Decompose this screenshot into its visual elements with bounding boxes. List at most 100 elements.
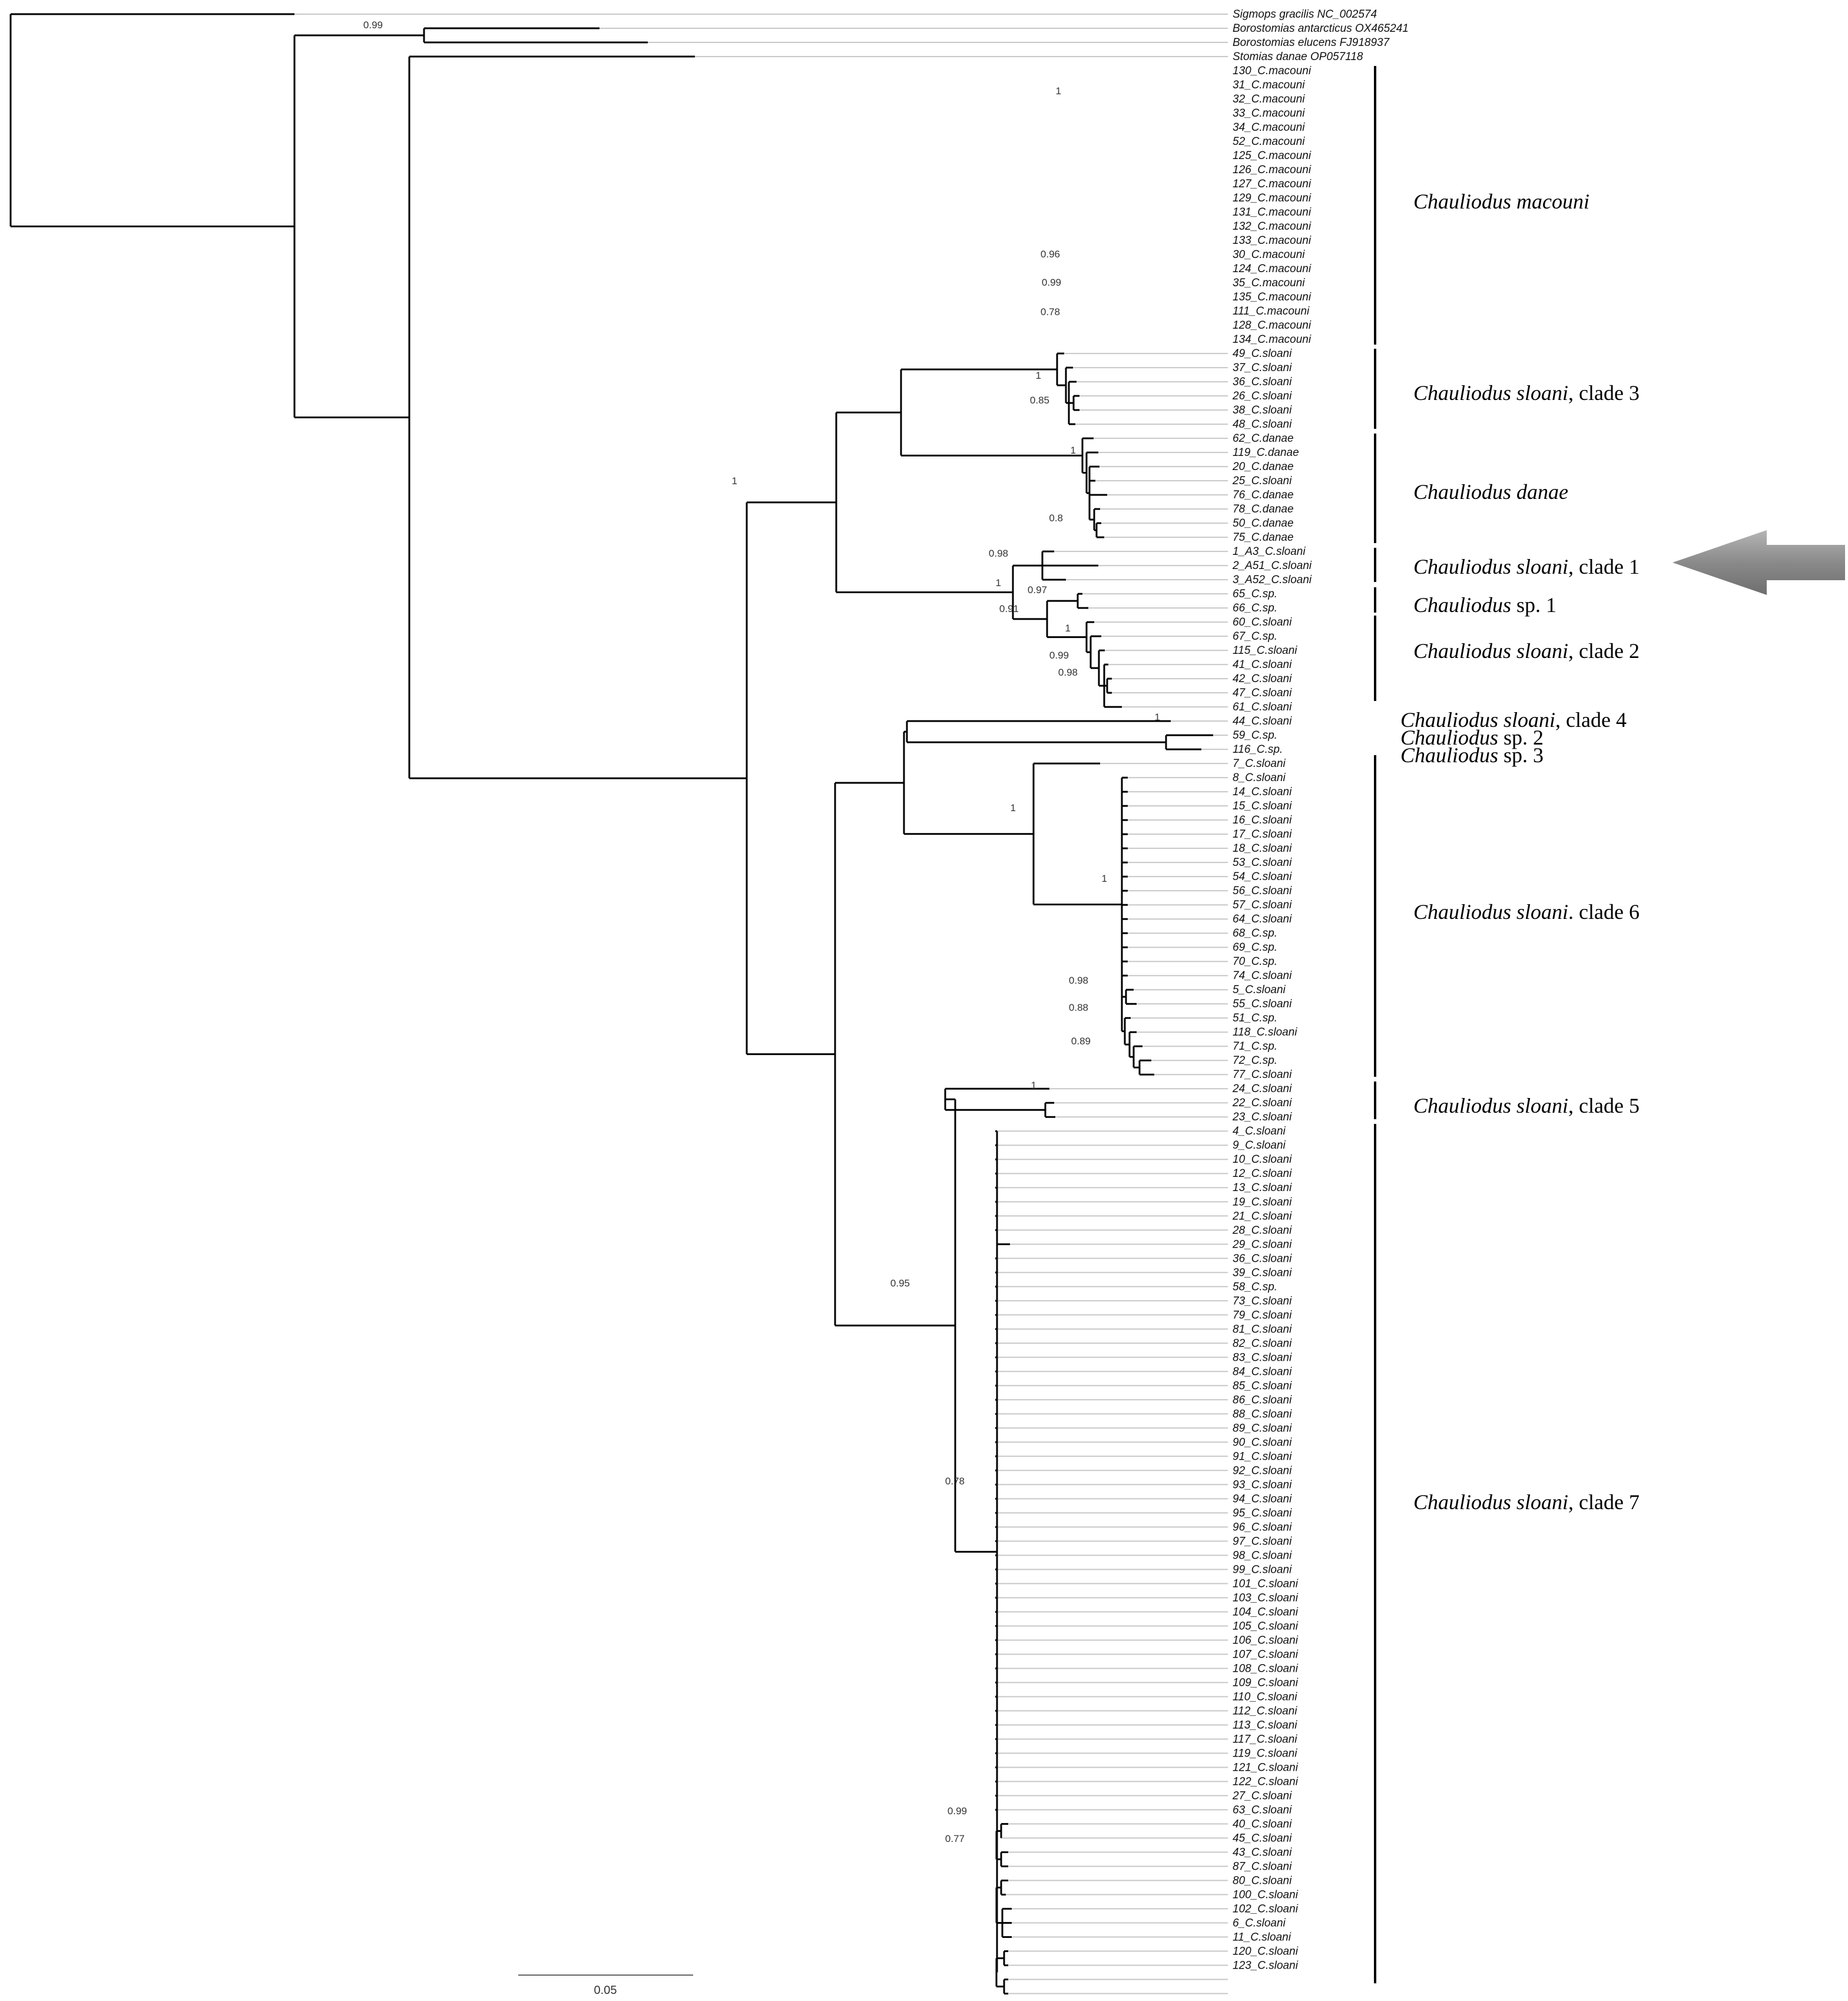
support-value: 0.99 bbox=[363, 19, 383, 31]
support-value: 0.8 bbox=[1049, 512, 1063, 524]
support-value: 0.85 bbox=[1030, 395, 1049, 406]
scale-bar-label: 0.05 bbox=[594, 1984, 617, 1997]
tip-label: 77_C.sloani bbox=[1233, 1069, 1292, 1081]
tip-label: 8_C.sloani bbox=[1233, 772, 1286, 784]
tip-label: 32_C.macouni bbox=[1233, 93, 1305, 105]
support-value: 0.91 bbox=[999, 603, 1019, 614]
support-value: 1 bbox=[1011, 802, 1016, 813]
support-value: 0.98 bbox=[1058, 667, 1078, 678]
tip-label: 111_C.macouni bbox=[1233, 305, 1310, 317]
tip-label: 130_C.macouni bbox=[1233, 65, 1312, 77]
tip-label: Borostomias elucens FJ918937 bbox=[1233, 37, 1390, 49]
tip-label: 75_C.danae bbox=[1233, 531, 1294, 544]
clade-label: Chauliodus sp. 3 bbox=[1400, 743, 1544, 767]
tip-label: 21_C.sloani bbox=[1232, 1210, 1292, 1222]
tip-label: 29_C.sloani bbox=[1232, 1238, 1292, 1251]
tip-label: 71_C.sp. bbox=[1233, 1040, 1277, 1053]
tip-label: 36_C.sloani bbox=[1233, 1252, 1292, 1265]
clade-label: Chauliodus macouni bbox=[1413, 190, 1589, 213]
tip-label: 66_C.sp. bbox=[1233, 602, 1277, 614]
tip-label: 56_C.sloani bbox=[1233, 885, 1292, 897]
tip-label: 83_C.sloani bbox=[1233, 1351, 1292, 1364]
tip-label: 68_C.sp. bbox=[1233, 927, 1277, 940]
tip-label: 74_C.sloani bbox=[1233, 970, 1292, 982]
tip-label: 115_C.sloani bbox=[1233, 644, 1297, 657]
tip-label: 112_C.sloani bbox=[1233, 1705, 1297, 1717]
tip-label: 67_C.sp. bbox=[1233, 630, 1277, 643]
support-value: 0.95 bbox=[890, 1278, 910, 1289]
tip-label: 134_C.macouni bbox=[1233, 333, 1312, 346]
support-value: 0.96 bbox=[1041, 249, 1060, 260]
tip-label: 51_C.sp. bbox=[1233, 1012, 1277, 1024]
tip-label: 33_C.macouni bbox=[1233, 107, 1305, 120]
tip-label: 37_C.sloani bbox=[1233, 362, 1292, 374]
tip-label: 12_C.sloani bbox=[1233, 1167, 1292, 1180]
support-value: 0.77 bbox=[945, 1833, 965, 1844]
tip-label: 101_C.sloani bbox=[1233, 1577, 1299, 1590]
clade-label: Chauliodus sp. 2 bbox=[1400, 726, 1544, 749]
tip-label: 126_C.macouni bbox=[1233, 164, 1312, 176]
tip-label: 119_C.danae bbox=[1233, 446, 1299, 459]
tip-label: 55_C.sloani bbox=[1233, 998, 1292, 1010]
tip-label: 73_C.sloani bbox=[1233, 1295, 1292, 1307]
tip-label: 78_C.danae bbox=[1233, 503, 1294, 515]
tip-label: 4_C.sloani bbox=[1233, 1125, 1286, 1137]
tip-label: 81_C.sloani bbox=[1233, 1323, 1292, 1335]
tip-label: 84_C.sloani bbox=[1233, 1365, 1292, 1378]
tip-label: 70_C.sp. bbox=[1233, 955, 1277, 968]
tip-label: 103_C.sloani bbox=[1233, 1592, 1299, 1604]
tip-label: 92_C.sloani bbox=[1233, 1464, 1292, 1477]
tip-guide-lines bbox=[294, 14, 1228, 1995]
tip-label: 132_C.macouni bbox=[1233, 220, 1312, 233]
tip-label: 89_C.sloani bbox=[1233, 1422, 1292, 1434]
tip-label: 45_C.sloani bbox=[1233, 1832, 1292, 1844]
tip-label: 42_C.sloani bbox=[1233, 673, 1292, 685]
tip-label: 85_C.sloani bbox=[1233, 1380, 1292, 1392]
tip-label: 17_C.sloani bbox=[1233, 828, 1292, 841]
tip-label: 128_C.macouni bbox=[1233, 319, 1312, 332]
tip-label: 10_C.sloani bbox=[1233, 1153, 1292, 1166]
tip-label: 63_C.sloani bbox=[1233, 1804, 1292, 1816]
tip-label: 28_C.sloani bbox=[1232, 1224, 1292, 1236]
tip-label: 93_C.sloani bbox=[1233, 1479, 1292, 1491]
tip-label: 54_C.sloani bbox=[1233, 871, 1292, 883]
tip-label: 50_C.danae bbox=[1233, 517, 1294, 530]
tip-label: 76_C.danae bbox=[1233, 489, 1294, 501]
tip-label: 106_C.sloani bbox=[1233, 1634, 1299, 1646]
support-value: 1 bbox=[1071, 445, 1076, 456]
tip-label: 3_A52_C.sloani bbox=[1233, 574, 1312, 586]
tip-label: 48_C.sloani bbox=[1233, 418, 1292, 431]
tip-label: 69_C.sp. bbox=[1233, 941, 1277, 954]
tip-label: 60_C.sloani bbox=[1233, 616, 1292, 629]
highlight-arrow-icon bbox=[1673, 530, 1845, 595]
support-value: 0.99 bbox=[1049, 650, 1069, 661]
tip-label: 96_C.sloani bbox=[1233, 1521, 1292, 1533]
support-value: 1 bbox=[1065, 623, 1071, 634]
tip-label: Stomias danae OP057118 bbox=[1233, 51, 1363, 63]
tip-label: 44_C.sloani bbox=[1233, 715, 1292, 727]
scale-bar: 0.05 bbox=[518, 1974, 693, 1997]
tip-label: 82_C.sloani bbox=[1233, 1337, 1292, 1350]
support-value: 0.78 bbox=[1041, 306, 1060, 317]
tree-branches bbox=[9, 13, 1213, 1995]
support-value: 1 bbox=[1102, 873, 1107, 884]
tip-label: 131_C.macouni bbox=[1233, 206, 1312, 219]
tip-label: 25_C.sloani bbox=[1232, 475, 1292, 487]
tip-label: 98_C.sloani bbox=[1233, 1549, 1292, 1562]
tip-label: 22_C.sloani bbox=[1232, 1097, 1292, 1109]
tip-label: 127_C.macouni bbox=[1233, 178, 1312, 190]
support-value: 0.98 bbox=[989, 548, 1008, 559]
tip-label: 88_C.sloani bbox=[1233, 1408, 1292, 1420]
support-value: 0.99 bbox=[948, 1805, 967, 1817]
tip-label: 118_C.sloani bbox=[1233, 1026, 1297, 1038]
tip-label: 59_C.sp. bbox=[1233, 729, 1277, 742]
tip-label: 107_C.sloani bbox=[1233, 1648, 1299, 1661]
tip-label: 110_C.sloani bbox=[1233, 1691, 1297, 1703]
tip-label: 97_C.sloani bbox=[1233, 1535, 1292, 1547]
tip-label: 61_C.sloani bbox=[1233, 701, 1292, 713]
tip-label: 65_C.sp. bbox=[1233, 588, 1277, 600]
tip-label: 18_C.sloani bbox=[1233, 842, 1292, 855]
support-value: 0.88 bbox=[1069, 1002, 1088, 1013]
tip-label: 14_C.sloani bbox=[1233, 786, 1292, 798]
